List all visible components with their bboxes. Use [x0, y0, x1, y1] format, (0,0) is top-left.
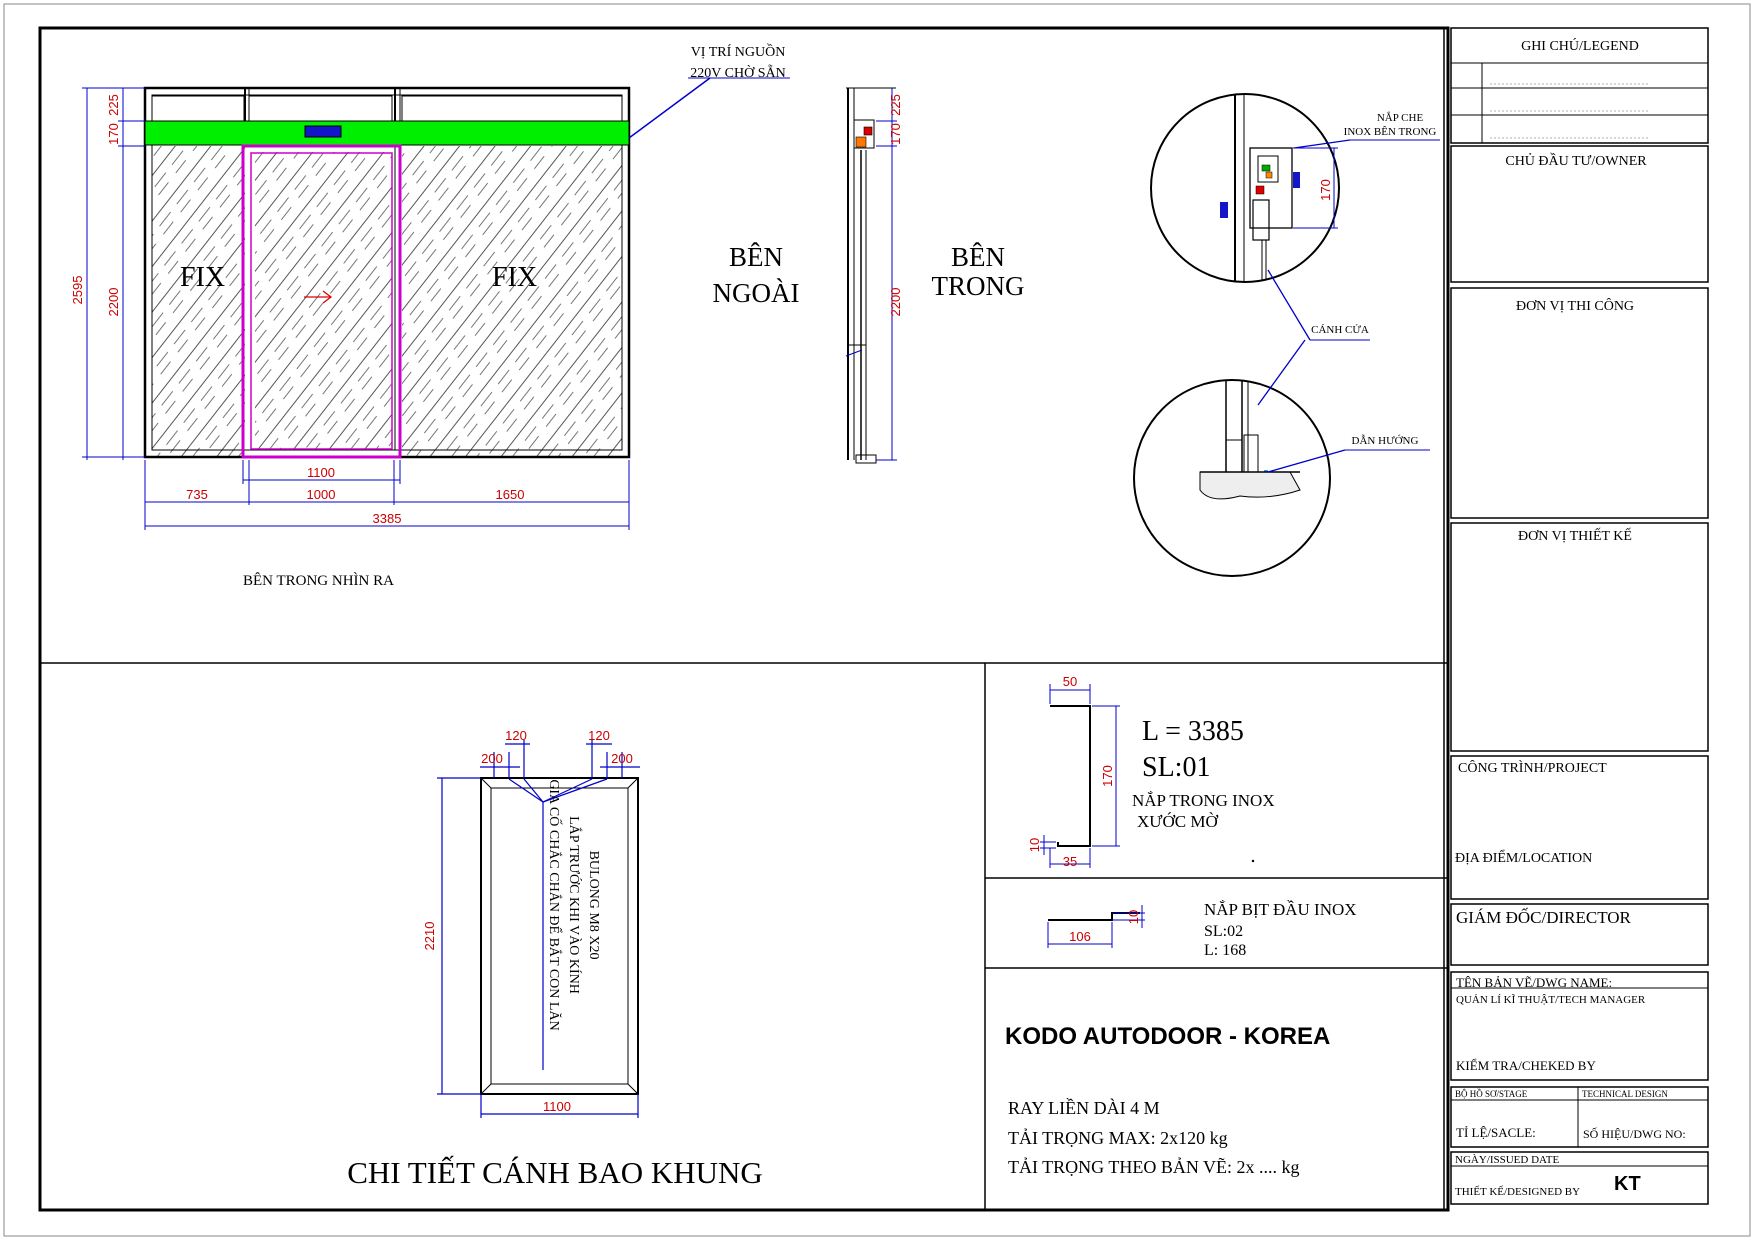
- power-location-label: VỊ TRÍ NGUỒN: [691, 42, 786, 60]
- power-location-label-2: 220V CHỜ SẴN: [690, 63, 785, 81]
- svg-text:170: 170: [1318, 179, 1333, 201]
- title-block-text: GHI CHÚ/LEGEND CHỦ ĐẦU TƯ/OWNER ĐƠN VỊ T…: [1455, 37, 1686, 1198]
- leaf-detail-leaders: [437, 740, 640, 1118]
- outside-label: BÊN: [729, 242, 783, 272]
- leaf-label: CÁNH CỬA: [1311, 324, 1369, 336]
- front-dimension-labels: 2595 225 170 2200 1100 735 1000 1650 338…: [70, 94, 524, 526]
- sheet-border: [3, 3, 1751, 1237]
- svg-text:735: 735: [186, 487, 208, 502]
- svg-text:10: 10: [1027, 838, 1042, 852]
- svg-text:3385: 3385: [373, 511, 402, 526]
- cover-label-2: INOX BÊN TRONG: [1344, 126, 1437, 138]
- svg-text:GHI CHÚ/LEGEND: GHI CHÚ/LEGEND: [1521, 37, 1639, 54]
- sliding-leaf: [241, 144, 402, 459]
- svg-text:QUẢN LÍ KĨ THUẬT/TECH MANAGER: QUẢN LÍ KĨ THUẬT/TECH MANAGER: [1456, 994, 1646, 1006]
- svg-text:ĐƠN VỊ THI CÔNG: ĐƠN VỊ THI CÔNG: [1516, 297, 1634, 314]
- fix-label-left: FIX: [180, 262, 225, 293]
- section-view: [845, 87, 896, 464]
- brand-line-2: TẢI TRỌNG MAX: 2x120 kg: [1008, 1128, 1228, 1148]
- title-block: [1443, 27, 1709, 1210]
- svg-text:CÔNG TRÌNH/PROJECT: CÔNG TRÌNH/PROJECT: [1458, 759, 1607, 776]
- leaf-detail-dims: 200 120 120 200 2210 1100: [422, 728, 633, 1114]
- power-box: [304, 125, 342, 138]
- fix-label-right: FIX: [492, 262, 537, 293]
- cover-profile-drawing: [1050, 705, 1091, 847]
- end-cap-name: NẮP BỊT ĐẦU INOX: [1204, 900, 1357, 919]
- end-cap-dims: [1047, 905, 1145, 948]
- cover-name: NẮP TRONG INOX: [1132, 791, 1275, 810]
- cover-name-2: XƯỚC MỜ: [1137, 812, 1218, 831]
- detail-top: 170 NẮP CHE INOX BÊN TRONG: [1150, 93, 1440, 283]
- svg-text:THIẾT KẾ/DESIGNED BY: THIẾT KẾ/DESIGNED BY: [1455, 1185, 1580, 1198]
- svg-text:GIÁM ĐỐC/DIRECTOR: GIÁM ĐỐC/DIRECTOR: [1456, 908, 1632, 927]
- svg-text:BULONG M8 X20: BULONG M8 X20: [586, 851, 601, 960]
- svg-text:1100: 1100: [543, 1099, 571, 1114]
- inside-label-2: TRONG: [932, 271, 1025, 301]
- svg-text:NGÀY/ISSUED DATE: NGÀY/ISSUED DATE: [1455, 1154, 1559, 1166]
- front-dimensions: [82, 87, 630, 530]
- svg-text:200: 200: [481, 751, 503, 766]
- svg-text:106: 106: [1069, 929, 1091, 944]
- svg-text:170: 170: [106, 123, 121, 145]
- svg-text:CHỦ ĐẦU TƯ/OWNER: CHỦ ĐẦU TƯ/OWNER: [1505, 152, 1647, 169]
- svg-text:TỈ LỆ/SACLE:: TỈ LỆ/SACLE:: [1456, 1125, 1536, 1140]
- svg-text:120: 120: [505, 728, 527, 743]
- end-cap-qty: SL:02: [1204, 923, 1243, 940]
- guide-label: DẪN HƯỚNG: [1352, 434, 1419, 447]
- glass-panel-left: [152, 146, 245, 456]
- view-caption: BÊN TRONG NHÌN RA: [243, 572, 394, 589]
- leaf-detail: [480, 777, 639, 1095]
- cover-label: NẮP CHE: [1377, 111, 1424, 124]
- svg-text:225: 225: [106, 94, 121, 116]
- brand-title: KODO AUTODOOR - KOREA: [1005, 1023, 1330, 1050]
- inside-label: BÊN: [951, 242, 1005, 272]
- svg-text:1100: 1100: [307, 465, 335, 480]
- svg-text:KIỂM TRA/CHEKED BY: KIỂM TRA/CHEKED BY: [1456, 1058, 1596, 1073]
- front-elevation: VỊ TRÍ NGUỒN 220V CHỜ SẴN FIX FIX BÊN NG…: [143, 42, 800, 589]
- svg-text:TÊN BẢN VẼ/DWG NAME:: TÊN BẢN VẼ/DWG NAME:: [1456, 975, 1612, 990]
- cover-profile-dim-labels: 50 170 10 35: [1027, 674, 1115, 869]
- section-dimensions: [876, 88, 897, 461]
- svg-text:1650: 1650: [496, 487, 525, 502]
- svg-text:2200: 2200: [888, 288, 903, 317]
- svg-text:ĐƠN VỊ THIẾT KẾ: ĐƠN VỊ THIẾT KẾ: [1518, 527, 1632, 544]
- cover-length: L = 3385: [1142, 716, 1244, 747]
- svg-text:2210: 2210: [422, 922, 437, 951]
- end-cap-length: L: 168: [1204, 942, 1246, 959]
- svg-text:2200: 2200: [106, 288, 121, 317]
- svg-text:120: 120: [588, 728, 610, 743]
- svg-text:170: 170: [888, 123, 903, 145]
- brand-line-1: RAY LIỀN DÀI 4 M: [1008, 1097, 1160, 1118]
- svg-text:LẮP TRƯỚC KHI VÀO KÍNH: LẮP TRƯỚC KHI VÀO KÍNH: [566, 816, 583, 994]
- svg-text:KT: KT: [1614, 1173, 1641, 1195]
- svg-text:10: 10: [1126, 910, 1141, 924]
- svg-text:1000: 1000: [307, 487, 336, 502]
- cover-qty: SL:01: [1142, 752, 1210, 783]
- cover-profile-dims: [1040, 684, 1120, 868]
- svg-text:ĐỊA ĐIỂM/LOCATION: ĐỊA ĐIỂM/LOCATION: [1455, 849, 1592, 866]
- svg-text:TECHNICAL DESIGN: TECHNICAL DESIGN: [1582, 1089, 1668, 1099]
- svg-text:200: 200: [611, 751, 633, 766]
- svg-text:GIA CỐ CHẮC CHẮN ĐỂ BẮT CON LĂ: GIA CỐ CHẮC CHẮN ĐỂ BẮT CON LĂN: [546, 779, 564, 1030]
- svg-text:2595: 2595: [70, 276, 85, 305]
- glass-panel-right: [402, 146, 622, 456]
- detail-bottom: DẪN HƯỚNG: [1133, 379, 1430, 577]
- leaf-detail-title: CHI TIẾT CÁNH BAO KHUNG: [347, 1155, 763, 1190]
- glass-panel-door: [255, 152, 392, 450]
- svg-text:50: 50: [1063, 674, 1077, 689]
- svg-text:BỘ HỒ SƠ/STAGE: BỘ HỒ SƠ/STAGE: [1455, 1089, 1528, 1099]
- svg-text:170: 170: [1100, 765, 1115, 787]
- brand-line-3: TẢI TRỌNG THEO BẢN VẼ: 2x .... kg: [1008, 1156, 1300, 1177]
- svg-text:225: 225: [888, 94, 903, 116]
- svg-text:SỐ HIỆU/DWG NO:: SỐ HIỆU/DWG NO:: [1583, 1126, 1686, 1141]
- operator-track: [144, 120, 630, 146]
- svg-text:35: 35: [1063, 854, 1077, 869]
- outside-label-2: NGOÀI: [713, 278, 800, 308]
- leaf-detail-notes: BULONG M8 X20 LẮP TRƯỚC KHI VÀO KÍNH GIA…: [546, 779, 601, 1030]
- section-dimension-labels: 225 170 2200: [888, 94, 903, 316]
- end-cap-dim-labels: 106 10: [1069, 910, 1141, 944]
